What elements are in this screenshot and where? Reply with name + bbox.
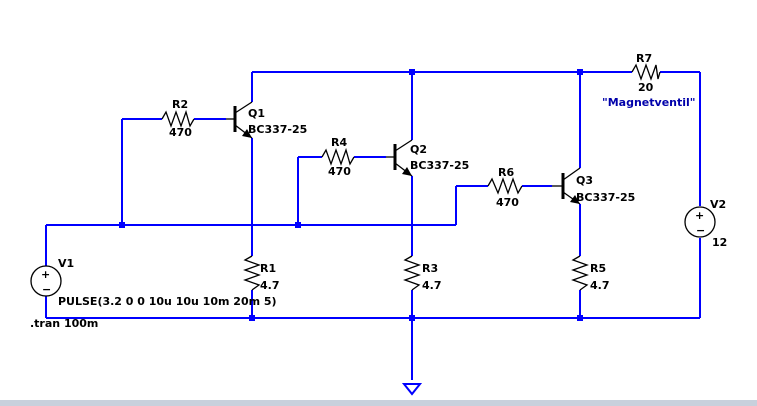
transistor-q3[interactable]: Q3 BC337-25 <box>552 167 635 205</box>
r4-name: R4 <box>331 136 347 149</box>
r3-value: 4.7 <box>422 279 442 292</box>
svg-text:+: + <box>695 209 704 222</box>
v2-value: 12 <box>712 236 727 249</box>
q2-name: Q2 <box>410 143 427 156</box>
resistor-r3[interactable]: R3 4.7 <box>403 255 442 292</box>
resistor-r1[interactable]: R1 4.7 <box>243 255 280 292</box>
v2-name: V2 <box>710 198 726 211</box>
magnetventil-label[interactable]: "Magnetventil" <box>602 96 696 109</box>
r4-value: 470 <box>328 165 351 178</box>
q1-name: Q1 <box>248 107 265 120</box>
q3-name: Q3 <box>576 174 593 187</box>
r3-name: R3 <box>422 262 438 275</box>
ground-symbol[interactable] <box>401 383 423 396</box>
r6-value: 470 <box>496 196 519 209</box>
r5-name: R5 <box>590 262 606 275</box>
resistor-r7[interactable]: R7 20 <box>631 52 661 94</box>
resistor-r6[interactable]: R6 470 <box>487 166 523 209</box>
r1-name: R1 <box>260 262 276 275</box>
r5-value: 4.7 <box>590 279 610 292</box>
r1-value: 4.7 <box>260 279 280 292</box>
q2-model: BC337-25 <box>410 159 469 172</box>
wires <box>45 71 701 380</box>
q3-model: BC337-25 <box>576 191 635 204</box>
resistor-r5[interactable]: R5 4.7 <box>571 255 610 292</box>
resistor-r4[interactable]: R4 470 <box>321 136 355 178</box>
svg-text:+: + <box>41 268 50 281</box>
r7-name: R7 <box>636 52 652 65</box>
svg-text:−: − <box>696 224 705 237</box>
resistor-r2[interactable]: R2 470 <box>161 98 195 139</box>
svg-text:−: − <box>42 283 51 296</box>
bottom-strip <box>0 400 757 406</box>
r6-name: R6 <box>498 166 514 179</box>
v1-value: PULSE(3.2 0 0 10u 10u 10m 20m 5) <box>58 295 277 308</box>
tran-directive[interactable]: .tran 100m <box>30 317 98 330</box>
transistor-q1[interactable]: Q1 BC337-25 <box>226 101 307 139</box>
voltage-source-v2[interactable]: + − V2 12 <box>684 198 727 249</box>
r2-name: R2 <box>172 98 188 111</box>
junctions <box>119 69 583 321</box>
q1-model: BC337-25 <box>248 123 307 136</box>
r2-value: 470 <box>169 126 192 139</box>
transistor-q2[interactable]: Q2 BC337-25 <box>386 139 469 177</box>
voltage-source-v1[interactable]: + − V1 PULSE(3.2 0 0 10u 10u 10m 20m 5) <box>30 257 277 308</box>
r7-value: 20 <box>638 81 654 94</box>
v1-name: V1 <box>58 257 74 270</box>
